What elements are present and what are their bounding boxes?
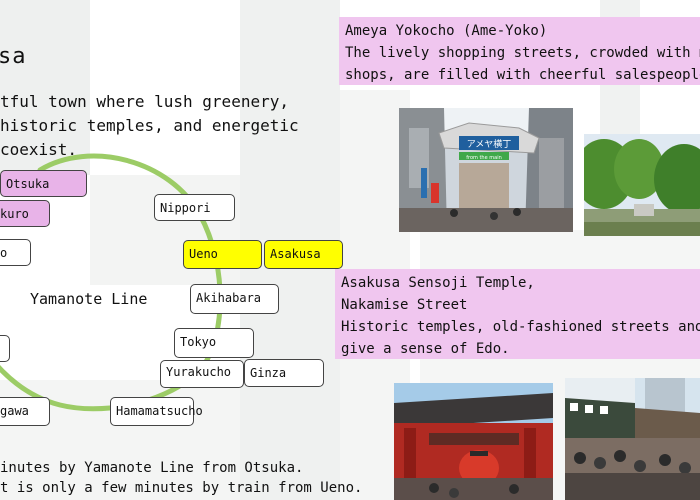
photo-ameyoko-street: アメヤ横丁 from the main (399, 108, 573, 232)
station-ginza: Ginza (244, 359, 324, 387)
photo-nakamise-street (565, 378, 700, 500)
intro-line: historic temples, and energetic (0, 116, 299, 135)
station-asakusa: Asakusa (264, 240, 343, 269)
station-hamamatsucho: Hamamatsucho (110, 397, 203, 426)
photo-ueno-park (584, 134, 700, 236)
station-shinagawa: gawa (0, 397, 50, 426)
photo-sensoji-gate (394, 383, 553, 500)
gate-sub-text: from the main (466, 155, 502, 161)
callout-ameyoko: Ameya Yokocho (Ame-Yoko) The lively shop… (339, 17, 700, 85)
access-note: inutes by Yamanote Line from Otsuka. t i… (0, 458, 362, 498)
intro-line: tful town where lush greenery, (0, 92, 289, 111)
line-label: Yamanote Line (30, 290, 148, 308)
station-ueno: Ueno (183, 240, 262, 269)
station-left-lower (0, 335, 10, 362)
station-tokyo: Tokyo (174, 328, 254, 358)
note-line: t is only a few minutes by train from Ue… (0, 480, 363, 496)
station-left-upper: o (0, 239, 31, 266)
callout-sensoji: Asakusa Sensoji Temple, Nakamise Street … (335, 269, 700, 359)
station-nippori: Nippori (154, 194, 235, 221)
page-title: sa (0, 44, 27, 69)
station-akihabara: Akihabara (190, 284, 279, 314)
gate-sign-text: アメヤ横丁 (467, 138, 512, 150)
station-otsuka: Otsuka (0, 170, 87, 197)
note-line: inutes by Yamanote Line from Otsuka. (0, 460, 304, 476)
station-ikebukuro: kuro (0, 200, 50, 227)
intro-line: coexist. (0, 140, 78, 159)
station-yurakucho: Yurakucho (160, 360, 244, 388)
intro-text: tful town where lush greenery, historic … (0, 90, 299, 162)
